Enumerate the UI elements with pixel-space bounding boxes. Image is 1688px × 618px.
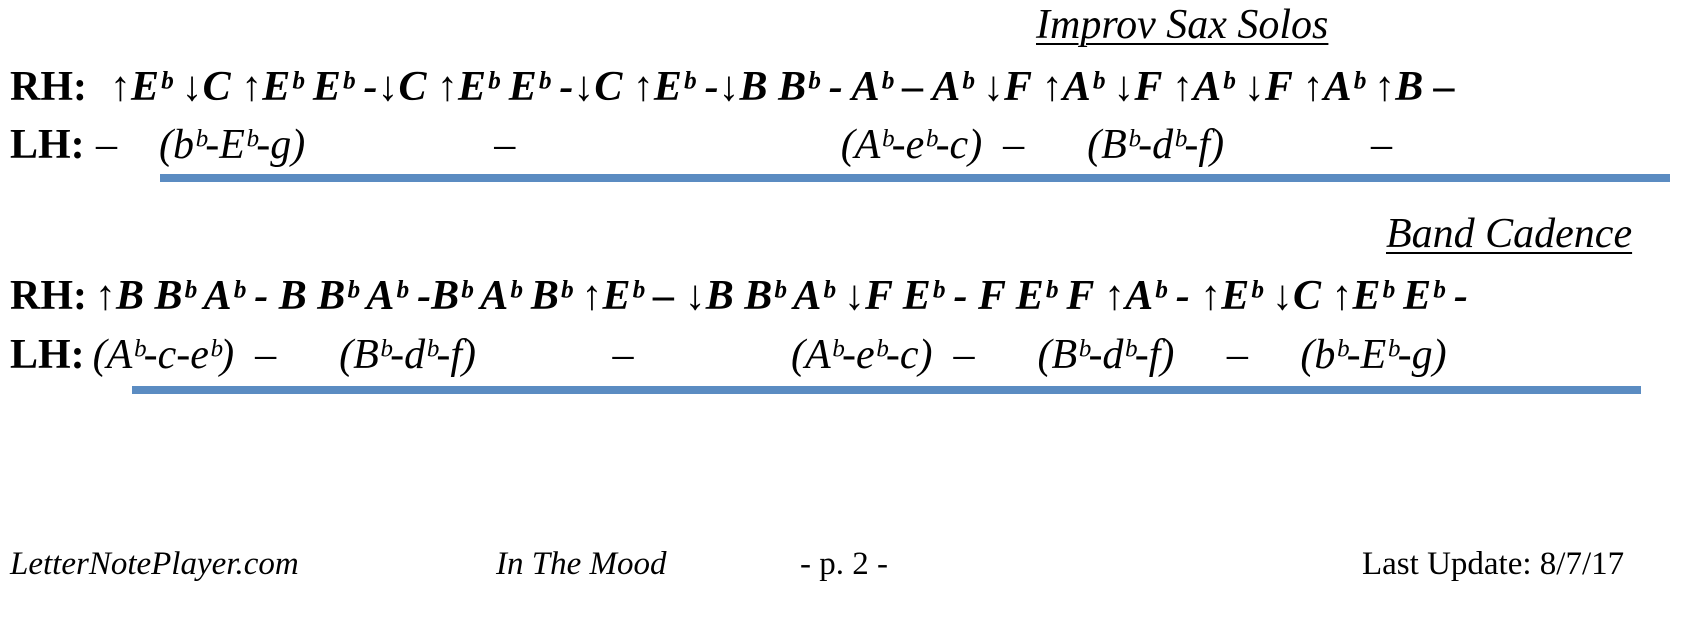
footer-page-number: - p. 2 -: [800, 546, 888, 582]
lh-label: LH:: [10, 122, 85, 168]
footer-song-title: In The Mood: [496, 546, 667, 582]
left-hand-line-1: LH:– (bᵇ-Eᵇ-g) – (Aᵇ-eᵇ-c) – (Bᵇ-dᵇ-f) –: [10, 124, 1392, 166]
footer-last-update: Last Update: 8/7/17: [1362, 546, 1625, 582]
rh-note-sequence: ↑B Bᵇ Aᵇ - B Bᵇ Aᵇ -Bᵇ Aᵇ Bᵇ ↑Eᵇ – ↓B Bᵇ…: [95, 273, 1468, 319]
left-hand-line-2: LH:(Aᵇ-c-eᵇ) – (Bᵇ-dᵇ-f) – (Aᵇ-eᵇ-c) – (…: [10, 334, 1447, 376]
rh-label: RH:: [10, 64, 87, 110]
section-heading-band-cadence: Band Cadence: [1386, 211, 1633, 257]
rh-label: RH:: [10, 273, 87, 319]
right-hand-line-2: RH:↑B Bᵇ Aᵇ - B Bᵇ Aᵇ -Bᵇ Aᵇ Bᵇ ↑Eᵇ – ↓B…: [10, 275, 1468, 317]
lh-label: LH:: [10, 332, 85, 378]
lh-chord-sequence: – (bᵇ-Eᵇ-g) – (Aᵇ-eᵇ-c) – (Bᵇ-dᵇ-f) –: [96, 122, 1393, 168]
lh-chord-sequence: (Aᵇ-c-eᵇ) – (Bᵇ-dᵇ-f) – (Aᵇ-eᵇ-c) – (Bᵇ-…: [92, 332, 1447, 378]
section-heading-improv: Improv Sax Solos: [1036, 2, 1329, 48]
rh-note-sequence: ↑Eᵇ ↓C ↑Eᵇ Eᵇ -↓C ↑Eᵇ Eᵇ -↓C ↑Eᵇ -↓B Bᵇ …: [110, 64, 1455, 110]
footer-site-name: LetterNotePlayer.com: [10, 546, 299, 582]
right-hand-line-1: RH: ↑Eᵇ ↓C ↑Eᵇ Eᵇ -↓C ↑Eᵇ Eᵇ -↓C ↑Eᵇ -↓B …: [10, 66, 1455, 108]
section-divider: [132, 386, 1641, 394]
section-divider: [160, 174, 1670, 182]
